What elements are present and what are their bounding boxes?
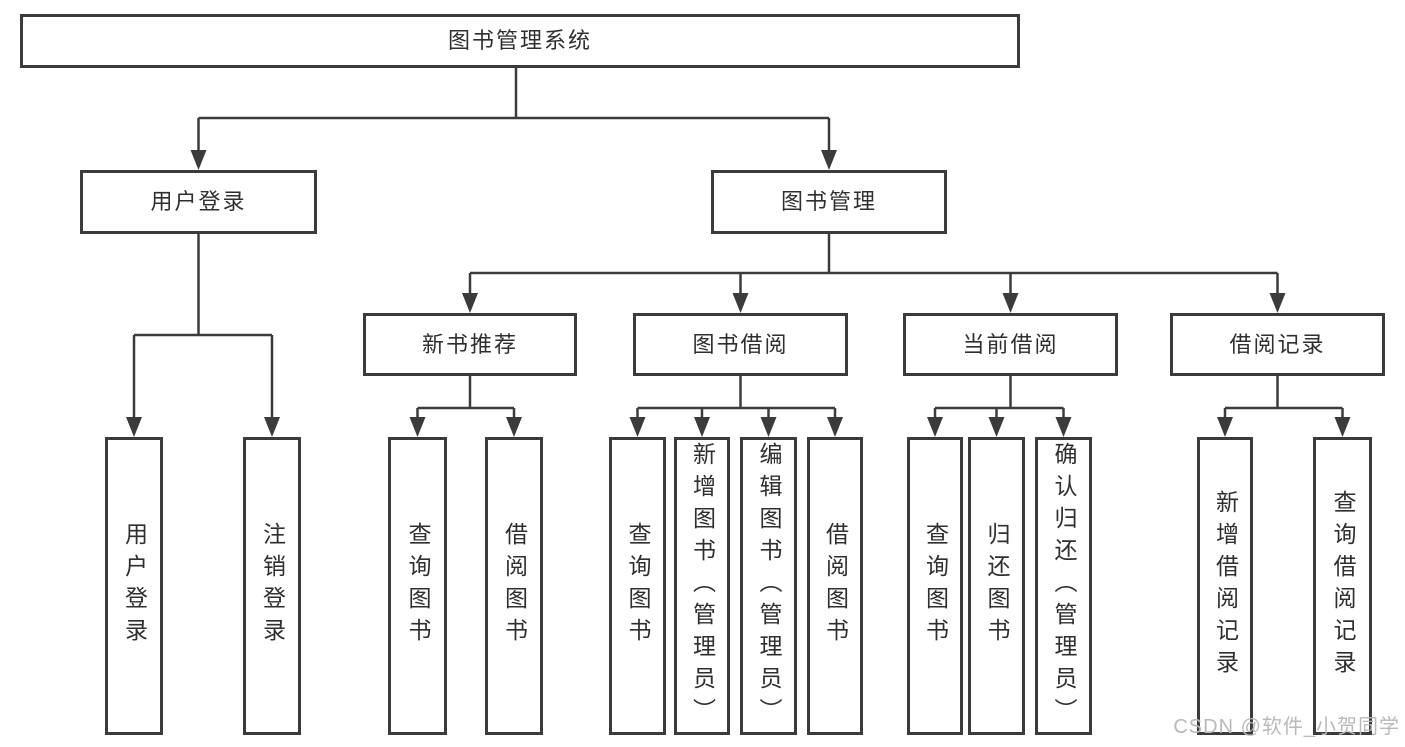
node-user-login-label: 用户登录: [150, 189, 247, 214]
node-leaf-confirm-return-admin-label: 确认归还（管理员）: [1051, 442, 1077, 730]
node-book-borrow-label: 图书借阅: [692, 331, 789, 357]
node-library-management-system: 图书管理系统: [20, 14, 1020, 68]
node-leaf-logout: 注销登录: [243, 437, 301, 735]
node-leaf-user-login-label: 用户登录: [121, 522, 148, 650]
node-leaf-edit-book-admin-label: 编辑图书（管理员）: [756, 442, 782, 730]
node-leaf-return-book-label: 归还图书: [984, 522, 1010, 650]
node-new-book-recommend: 新书推荐: [363, 313, 577, 376]
node-user-login: 用户登录: [80, 170, 317, 234]
csdn-watermark: CSDN @软件_小贺同学: [1173, 716, 1400, 738]
node-leaf-add-borrow-record-label: 新增借阅记录: [1212, 490, 1239, 682]
node-leaf-query-book-current-label: 查询图书: [922, 522, 949, 650]
node-leaf-add-book-admin: 新增图书（管理员）: [674, 437, 730, 735]
node-leaf-borrow-book-recommend-label: 借阅图书: [501, 522, 528, 650]
node-current-borrow-label: 当前借阅: [962, 331, 1059, 357]
node-book-borrow: 图书借阅: [633, 313, 848, 376]
node-library-management-system-label: 图书管理系统: [447, 28, 592, 53]
node-leaf-query-book-recommend: 查询图书: [388, 437, 447, 735]
node-leaf-borrow-book-label: 借阅图书: [822, 522, 849, 650]
node-leaf-query-borrow-record-label: 查询借阅记录: [1330, 490, 1356, 682]
node-leaf-logout-label: 注销登录: [259, 522, 286, 650]
node-leaf-query-borrow-record: 查询借阅记录: [1313, 437, 1372, 735]
node-new-book-recommend-label: 新书推荐: [421, 331, 518, 357]
node-current-borrow: 当前借阅: [903, 313, 1118, 376]
node-leaf-borrow-book: 借阅图书: [807, 437, 863, 735]
node-book-management-label: 图书管理: [780, 189, 877, 214]
node-leaf-query-book-current: 查询图书: [907, 437, 963, 735]
node-leaf-add-borrow-record: 新增借阅记录: [1197, 437, 1253, 735]
node-leaf-query-book-borrow-label: 查询图书: [625, 522, 651, 650]
node-leaf-confirm-return-admin: 确认归还（管理员）: [1035, 437, 1092, 735]
node-leaf-add-book-admin-label: 新增图书（管理员）: [689, 442, 716, 730]
node-borrow-records-label: 借阅记录: [1229, 331, 1326, 357]
node-leaf-return-book: 归还图书: [968, 437, 1025, 735]
node-leaf-edit-book-admin: 编辑图书（管理员）: [740, 437, 797, 735]
node-leaf-query-book-recommend-label: 查询图书: [405, 522, 431, 650]
node-borrow-records: 借阅记录: [1170, 313, 1385, 376]
node-book-management: 图书管理: [711, 170, 947, 234]
node-leaf-borrow-book-recommend: 借阅图书: [485, 437, 543, 735]
node-leaf-query-book-borrow: 查询图书: [609, 437, 666, 735]
node-leaf-user-login: 用户登录: [105, 437, 163, 735]
